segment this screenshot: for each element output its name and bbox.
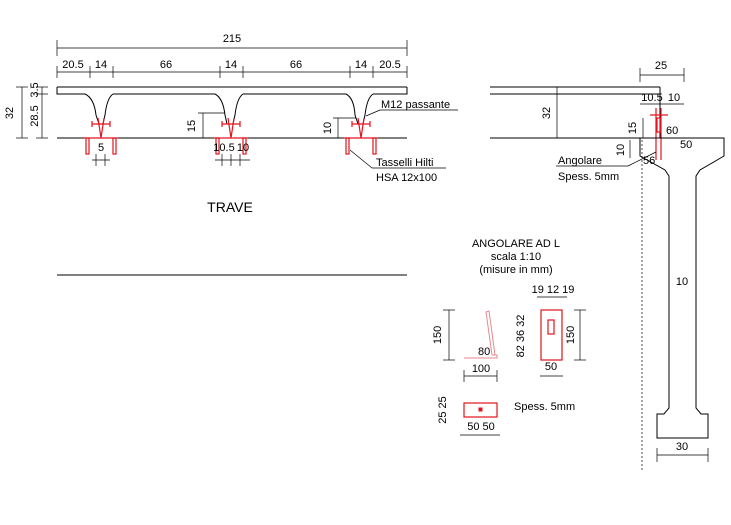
section-height: 32 [541,107,553,119]
front-view-plate [540,309,563,361]
beam-elevation: 215 20.5 14 66 14 66 14 20.5 32 [4,33,458,276]
thickness-note: Spess. 5mm [514,401,575,413]
base-width: 30 [676,441,688,453]
plan-side: 25 25 [437,396,449,424]
front-view-slot [547,319,555,335]
seg-dim-3: 66 [160,59,172,71]
height-total-dim: 32 [4,107,16,119]
seg-dim-4: 14 [225,59,237,71]
bolt-dim-10: 10 [237,142,249,154]
detail-title-2: scala 1:10 [491,251,541,263]
bracket-dim-10: 10 [668,92,680,104]
front-base: 50 [545,361,557,373]
stem-width: 10 [676,276,688,288]
section-top-width: 25 [655,60,667,72]
front-top-dims: 19 12 19 [532,284,575,296]
detail-title-3: (misure in mm) [479,264,552,276]
seg-dim-7: 20.5 [379,59,400,71]
section-dim-50: 50 [680,139,692,151]
beam-outline [56,86,408,125]
overall-dim-text: 215 [223,33,241,45]
side-height: 150 [432,326,444,344]
cross-section: 25 32 10.5 10 15 10 60 50 56 10 30 [490,60,725,470]
bracket-3 [344,117,378,155]
height-part-2: 28.5 [29,105,41,126]
beam-title: TRAVE [207,199,253,215]
plan-base: 50 50 [467,421,495,433]
section-dim-60: 60 [666,125,678,137]
bracket-2 [214,117,248,155]
side-inner: 80 [478,346,490,358]
mid-dim-15: 15 [186,120,198,132]
section-dim-15: 15 [627,122,639,134]
bolt-dim-5: 5 [98,142,104,154]
callout-anchor-1: Tasselli Hilti [376,157,433,169]
bracket-dim-10-5: 10.5 [641,92,662,104]
callout-bolt: M12 passante [381,99,450,111]
plan-view-hole [478,407,483,412]
section-dim-10: 10 [615,144,627,156]
front-side-dims: 82 36 32 [515,315,527,358]
callout-angle-2: Spess. 5mm [558,171,619,183]
callout-anchor-2: HSA 12x100 [376,172,437,184]
bolt-dim-10-5: 10.5 [213,142,234,154]
detail-title-1: ANGOLARE AD L [472,238,560,250]
angle-detail: ANGOLARE AD L scala 1:10 (misure in mm) … [432,238,586,436]
plan-view-plate [463,402,498,418]
seg-dim-2: 14 [95,59,107,71]
side-view-angle [464,310,498,359]
callout-angle-1: Angolare [558,155,602,167]
seg-dim-5: 66 [290,59,302,71]
seg-dim-6: 14 [355,59,367,71]
t-section-outline [639,137,725,439]
bracket-1 [84,117,118,155]
front-height: 150 [565,326,577,344]
side-base: 100 [472,363,490,375]
height-part-1: 3.5 [29,82,41,97]
right-dim-10: 10 [322,122,334,134]
seg-dim-1: 20.5 [62,59,83,71]
